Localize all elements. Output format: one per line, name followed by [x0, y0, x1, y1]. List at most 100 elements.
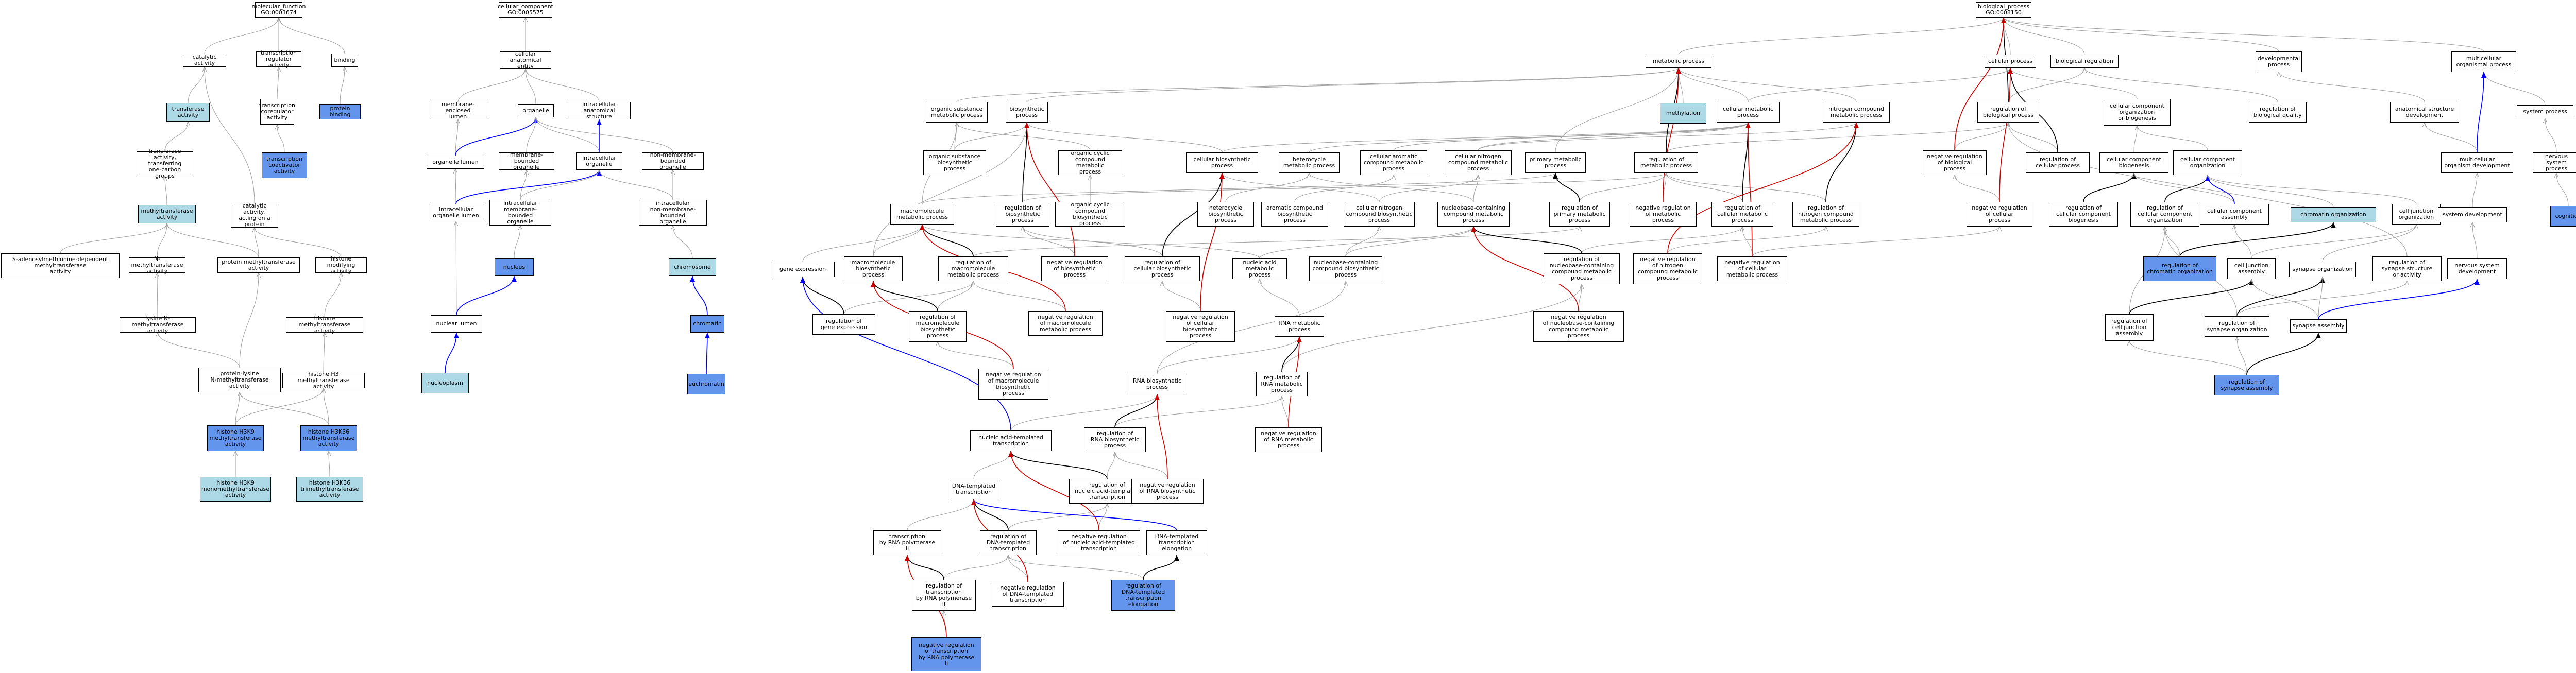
relation-edge-is-a — [277, 125, 285, 153]
relation-edge-is-a — [536, 117, 600, 153]
relation-edge-is-a — [1678, 18, 2004, 55]
go-term-node: cellular nitrogen compound metabolic pro… — [1445, 150, 1512, 175]
go-term-node: euchromatin — [687, 374, 725, 394]
go-term-node: chromatin organization — [2291, 207, 2376, 222]
go-term-node: biological regulation — [2050, 55, 2119, 68]
relation-edge-regulates — [871, 281, 938, 312]
go-term-node: negative regulation of metabolic process — [1630, 202, 1697, 227]
go-term-node: regulation of gene expression — [812, 314, 875, 335]
go-term-node: histone H3K36 trimethyltransferase activ… — [296, 477, 363, 502]
go-term-node: transferase activity, transferring one-c… — [137, 148, 193, 179]
go-term-node: non-membrane-bounded organelle — [642, 152, 704, 170]
relation-edge-is-a — [1008, 504, 1107, 531]
relation-edge-is-a — [526, 69, 600, 102]
relation-edge-is-a — [1294, 175, 1394, 202]
go-term-node: regulation of macromolecule biosynthetic… — [909, 311, 967, 342]
relation-edge-is-a — [2004, 18, 2279, 52]
relation-edge-regulates — [1742, 122, 1751, 202]
relation-edge-negatively-regulates — [1999, 67, 2013, 202]
relation-edge-is-a — [2545, 118, 2557, 153]
relation-edge-regulates — [1471, 226, 1582, 254]
go-term-node: intracellular organelle — [576, 152, 622, 170]
relation-edge-is-a — [943, 555, 1008, 580]
relation-edge-regulates — [905, 555, 944, 580]
go-term-node: cellular biosynthetic process — [1186, 152, 1258, 173]
go-term-node: RNA metabolic process — [1275, 316, 1324, 337]
go-term-node: regulation of cellular process — [2026, 152, 2090, 173]
relation-edge-is-a — [526, 69, 536, 105]
go-term-node: cellular component organization or bioge… — [2104, 99, 2171, 126]
relation-edge-is-a — [1023, 227, 1075, 257]
relation-edge-is-a — [1157, 281, 1346, 374]
relation-edge-is-a — [1282, 396, 1289, 428]
relation-edge-regulates — [1553, 172, 1580, 202]
relation-edge-is-a — [2208, 175, 2417, 204]
relation-edge-is-a — [1115, 452, 1168, 479]
go-term-node: methyltransferase activity — [138, 205, 196, 223]
go-term-node: cellular nitrogen compound biosynthetic … — [1344, 202, 1415, 227]
go-term-node: biological_process GO:0008150 — [1976, 2, 2031, 18]
go-term-node: organic substance biosynthetic process — [923, 150, 986, 175]
relation-edge-regulates — [1825, 122, 1859, 202]
go-term-node: organic cyclic compound biosynthetic pro… — [1055, 202, 1125, 227]
relation-edge-part-of — [971, 499, 1177, 531]
go-term-node: negative regulation of transcription by … — [911, 637, 981, 671]
go-term-node: protein-lysine N-methyltransferase activ… — [198, 368, 281, 392]
relation-edge-is-a — [1473, 175, 1478, 202]
go-term-node: synapse organization — [2289, 262, 2356, 277]
relation-edge-is-a — [973, 227, 1580, 257]
go-term-node: protein binding — [319, 104, 361, 119]
go-term-node: lysine N-methyltransferase activity — [120, 316, 196, 334]
go-term-node: transcription by RNA polymerase II — [873, 530, 941, 555]
relation-edge-is-a — [2425, 123, 2478, 153]
relation-edge-is-a — [922, 173, 1555, 204]
relation-edge-is-a — [279, 18, 345, 54]
relation-edge-is-a — [1555, 68, 1679, 153]
go-term-node: negative regulation of cellular process — [1967, 202, 2032, 227]
relation-edge-is-a — [1742, 227, 1753, 257]
relation-edge-negatively-regulates — [1745, 122, 1753, 257]
go-term-node: negative regulation of nucleobase-contai… — [1533, 311, 1624, 342]
relation-edge-is-a — [1393, 123, 1748, 151]
relation-edge-is-a — [1345, 227, 1473, 257]
relation-edge-is-a — [2137, 126, 2208, 151]
relation-edge-is-a — [2322, 225, 2416, 262]
relation-edge-is-a — [2165, 227, 2180, 257]
relation-edge-part-of — [800, 277, 1011, 431]
relation-edge-is-a — [526, 117, 536, 153]
relation-edge-part-of — [690, 275, 708, 316]
go-term-node: regulation of RNA metabolic process — [1256, 372, 1308, 396]
go-term-node: nucleobase-containing compound biosynthe… — [1309, 256, 1382, 281]
relation-edge-is-a — [1679, 68, 1749, 102]
relation-edge-is-a — [277, 67, 279, 99]
go-term-node: negative regulation of biological proces… — [1923, 150, 1987, 175]
relation-edge-negatively-regulates — [1667, 122, 1859, 254]
relation-edge-is-a — [1679, 68, 1857, 102]
relation-edge-is-a — [973, 451, 1011, 479]
go-term-node: regulation of chromatin organization — [2143, 256, 2216, 281]
go-term-node: cellular_component GO:0005575 — [498, 2, 553, 18]
relation-edge-is-a — [1345, 227, 1379, 257]
relation-edge-is-a — [938, 342, 1014, 369]
relation-edge-is-a — [324, 333, 325, 373]
go-term-node: intracellular organelle lumen — [429, 204, 483, 221]
relation-edge-is-a — [165, 176, 167, 205]
relation-edge-is-a — [1309, 173, 1474, 202]
relation-edge-is-a — [1955, 175, 2000, 202]
relation-edge-is-a — [922, 225, 1260, 259]
go-term-node: negative regulation of biosynthetic proc… — [1041, 256, 1108, 281]
go-term-node: membrane-enclosed lumen — [429, 101, 487, 120]
go-term-node: histone H3K9 monomethyltransferase activ… — [200, 477, 271, 502]
relation-edge-negatively-regulates — [1954, 17, 2006, 151]
relation-edge-is-a — [873, 225, 922, 257]
go-term-node: intracellular membrane-bounded organelle — [489, 200, 551, 226]
relation-edge-negatively-regulates — [1024, 122, 1075, 257]
relation-edge-is-a — [2008, 68, 2084, 102]
relation-edge-negatively-regulates — [1663, 67, 1681, 202]
relation-edge-is-a — [973, 281, 1066, 312]
relation-edge-is-a — [164, 122, 188, 152]
relation-edge-is-a — [1379, 175, 1478, 202]
relation-edge-part-of — [456, 275, 517, 316]
go-term-node: S-adenosylmethionine-dependent methyltra… — [1, 253, 120, 278]
go-term-node: regulation of synapse organization — [2205, 316, 2269, 337]
